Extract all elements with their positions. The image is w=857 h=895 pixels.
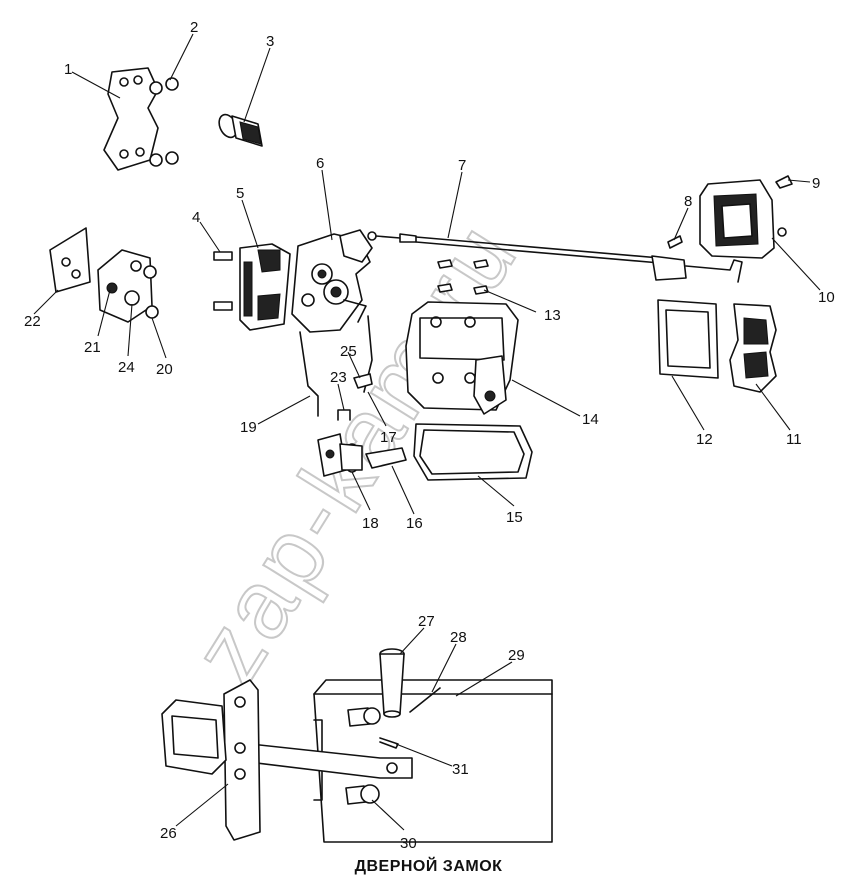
callout-15: 15	[506, 509, 523, 526]
callout-13: 13	[544, 307, 561, 324]
part-cylinder-housing	[317, 433, 363, 477]
callout-27: 27	[418, 613, 435, 630]
part-clip-31	[379, 737, 399, 749]
part-gasket	[413, 423, 533, 481]
part-screws-13	[437, 259, 489, 295]
callout-20: 20	[156, 361, 173, 378]
callout-16: 16	[406, 515, 423, 532]
diagram-caption: ДВЕРНОЙ ЗАМОК	[354, 858, 503, 875]
part-striker-plate	[97, 249, 159, 323]
part-lock-body	[239, 243, 291, 331]
part-bezel-frame	[657, 299, 719, 379]
callout-2: 2	[190, 19, 198, 36]
part-check-housing	[161, 699, 227, 775]
callout-29: 29	[508, 647, 525, 664]
part-latch-assembly	[291, 229, 373, 333]
part-bolts-30	[345, 707, 381, 805]
callout-labels: 1 2 3 4 5 6 7 8 9 10 11 12 13 14 15 16 1…	[24, 19, 835, 852]
callout-3: 3	[266, 33, 274, 50]
part-screw-8	[667, 235, 683, 249]
callout-11: 11	[786, 431, 802, 448]
callout-10: 10	[818, 289, 835, 306]
part-screw-9	[775, 175, 793, 189]
part-cable-rod	[367, 231, 743, 283]
callout-30: 30	[400, 835, 417, 852]
callout-19: 19	[240, 419, 257, 436]
part-check-bracket	[223, 679, 261, 841]
callout-28: 28	[450, 629, 467, 646]
callout-23: 23	[330, 369, 347, 386]
callout-6: 6	[316, 155, 324, 172]
callout-1: 1	[64, 61, 72, 78]
part-handle-housing	[699, 179, 787, 259]
callout-7: 7	[458, 157, 466, 174]
callout-18: 18	[362, 515, 379, 532]
part-plate-22	[49, 227, 91, 293]
part-hinge-pin	[379, 648, 405, 718]
callout-4: 4	[192, 209, 200, 226]
leader-lines	[33, 33, 821, 831]
part-cotter-pin	[409, 687, 441, 713]
callout-9: 9	[812, 175, 820, 192]
callout-17: 17	[380, 429, 397, 446]
part-lock-cylinder	[218, 113, 263, 147]
part-hinge-bracket	[103, 67, 179, 171]
callout-12: 12	[696, 431, 713, 448]
callout-24: 24	[118, 359, 135, 376]
callout-21: 21	[84, 339, 101, 356]
part-clip-plate	[365, 447, 407, 469]
callout-31: 31	[452, 761, 469, 778]
part-inner-handle	[729, 303, 777, 393]
callout-26: 26	[160, 825, 177, 842]
part-long-rod	[299, 331, 319, 417]
part-bolts-4	[213, 251, 233, 311]
callout-14: 14	[582, 411, 599, 428]
part-inner-housing	[405, 301, 519, 415]
callout-5: 5	[236, 185, 244, 202]
callout-25: 25	[340, 343, 357, 360]
part-linkage-rod	[353, 315, 373, 393]
callout-22: 22	[24, 313, 41, 330]
callout-8: 8	[684, 193, 692, 210]
